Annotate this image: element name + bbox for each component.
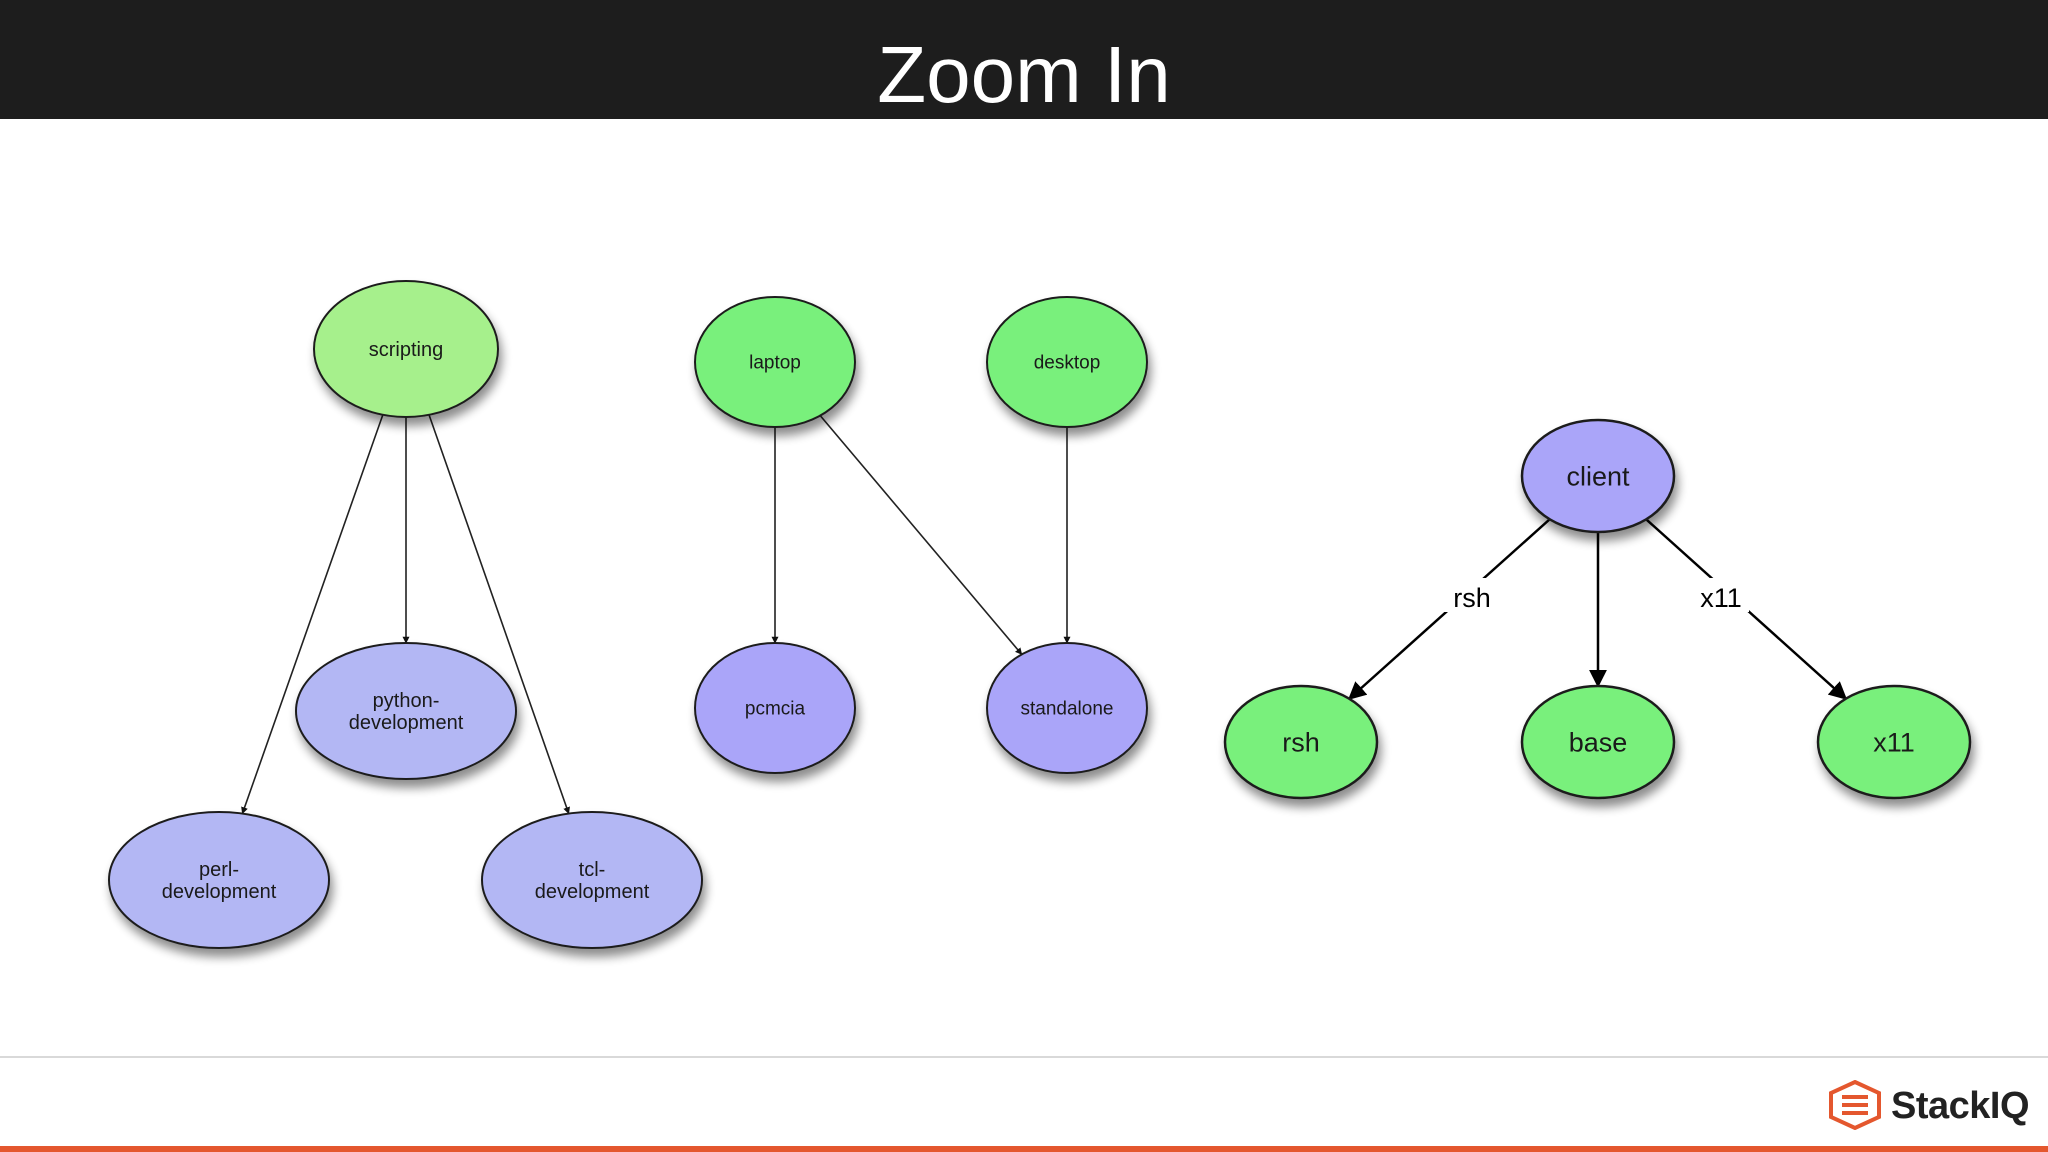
edge-label-background: [1444, 578, 1500, 612]
slide-title: Zoom In: [877, 30, 1171, 119]
node-standalone: standalone: [986, 642, 1148, 774]
node-python-development: python-development: [295, 642, 517, 780]
node-label-pcmcia: pcmcia: [745, 699, 806, 720]
node-shape-perl-development: [108, 811, 330, 949]
node-shape-client: [1520, 418, 1676, 534]
node-shape-scripting: [313, 280, 499, 418]
node-shape-x11: [1816, 684, 1972, 800]
node-shape-desktop: [986, 296, 1148, 428]
node-shape-laptop: [694, 296, 856, 428]
accent-bar: [0, 1146, 2048, 1152]
logo-text: StackIQ: [1891, 1085, 2030, 1127]
node-label-desktop: desktop: [1034, 353, 1101, 374]
title-bar: [0, 0, 2048, 119]
node-label-x11: x11: [1873, 727, 1915, 757]
node-shape-rsh: [1223, 684, 1379, 800]
node-x11: x11: [1816, 684, 1972, 800]
node-desktop: desktop: [986, 296, 1148, 428]
stackiq-logo-icon: [1829, 1080, 1881, 1130]
node-label-laptop: laptop: [749, 353, 801, 374]
node-label-tcl-development: development: [535, 881, 650, 903]
node-shape-base: [1520, 684, 1676, 800]
node-laptop: laptop: [694, 296, 856, 428]
edge-label-x11: x11: [1700, 583, 1742, 613]
node-label-perl-development: development: [162, 881, 277, 903]
node-label-python-development: python-: [373, 690, 440, 712]
node-label-tcl-development: tcl-: [579, 859, 606, 881]
node-label-standalone: standalone: [1021, 699, 1114, 720]
node-shape-tcl-development: [481, 811, 703, 949]
node-label-python-development: development: [349, 712, 464, 734]
node-label-base: base: [1569, 727, 1628, 757]
edge-label-rsh: rsh: [1453, 583, 1491, 613]
node-shape-pcmcia: [694, 642, 856, 774]
footer-divider: [0, 1056, 2048, 1058]
stackiq-logo: StackIQ: [1828, 1078, 2038, 1134]
node-shape-standalone: [986, 642, 1148, 774]
node-pcmcia: pcmcia: [694, 642, 856, 774]
edge-scripting-to-tcl-development: [428, 414, 570, 815]
node-label-rsh: rsh: [1282, 727, 1320, 757]
node-label-client: client: [1566, 461, 1630, 491]
node-base: base: [1520, 684, 1676, 800]
node-label-perl-development: perl-: [199, 859, 239, 881]
edge-laptop-to-standalone: [819, 415, 1023, 655]
node-scripting: scripting: [313, 280, 499, 418]
node-tcl-development: tcl-development: [481, 811, 703, 949]
edge-scripting-to-perl-development: [241, 414, 384, 815]
node-rsh: rsh: [1223, 684, 1379, 800]
node-label-scripting: scripting: [369, 339, 443, 361]
node-perl-development: perl-development: [108, 811, 330, 949]
edge-label-background: [1693, 578, 1749, 612]
node-shape-python-development: [295, 642, 517, 780]
node-client: client: [1520, 418, 1676, 534]
